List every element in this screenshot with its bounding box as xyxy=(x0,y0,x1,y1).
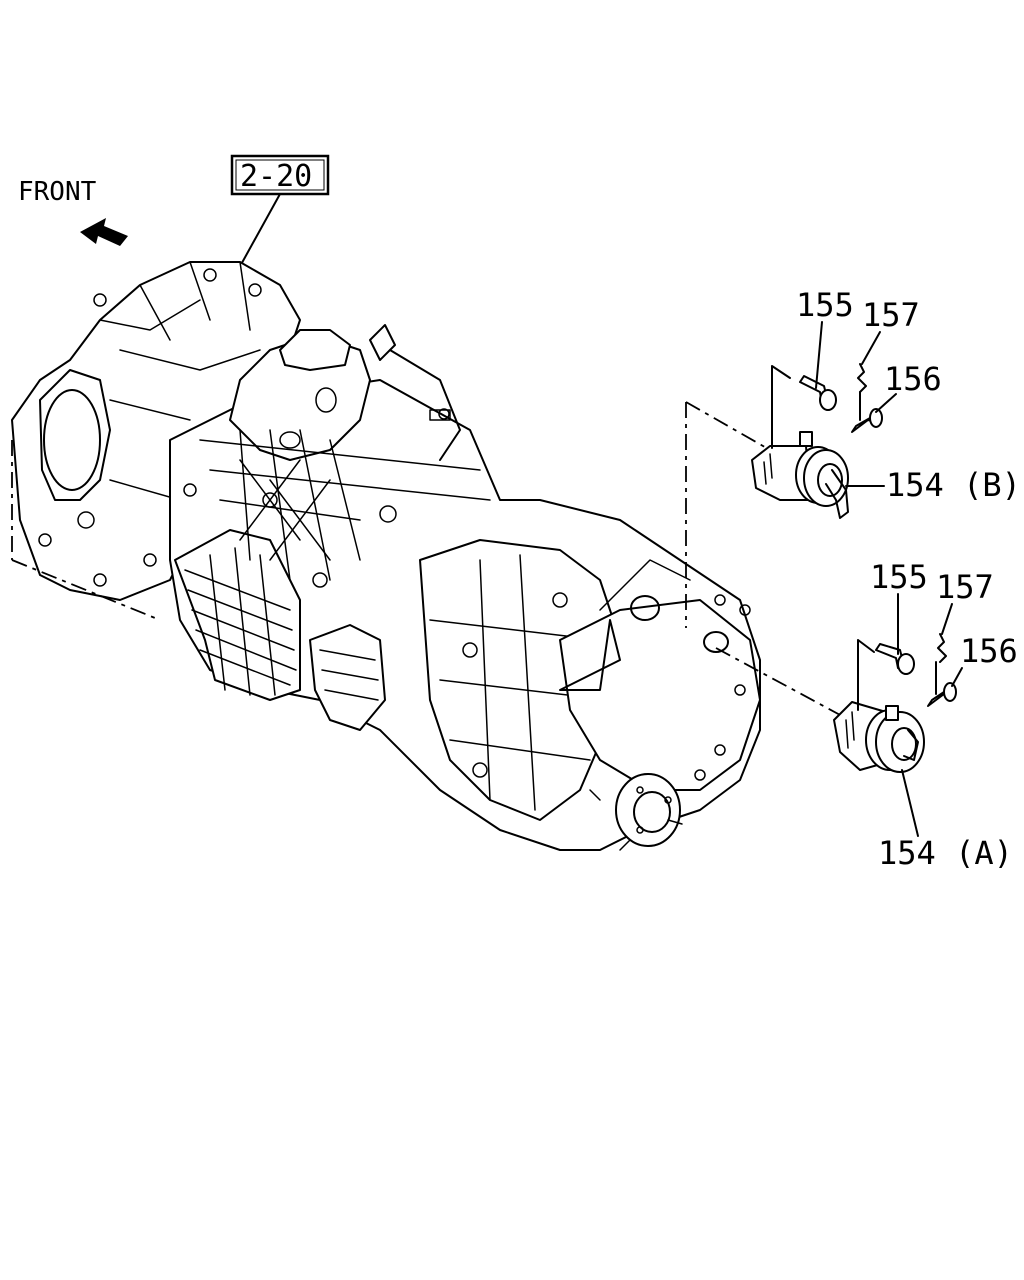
callout-157-upper: 157 xyxy=(862,296,920,334)
callout-156-lower: 156 xyxy=(960,632,1018,670)
transmission-assembly xyxy=(11,261,761,851)
bracket-upper xyxy=(771,365,791,449)
leader-157-lower xyxy=(941,603,953,635)
front-label: FRONT xyxy=(18,177,97,207)
callout-157-lower: 157 xyxy=(936,568,994,606)
callout-155-upper: 155 xyxy=(796,286,854,324)
pin-156-lower xyxy=(927,682,957,707)
bolt-155-lower xyxy=(875,643,915,675)
reference-label: 2-20 xyxy=(240,159,312,194)
leader-156-lower xyxy=(951,667,963,687)
slave-cylinder-a xyxy=(833,701,925,773)
callout-156-upper: 156 xyxy=(884,360,942,398)
arrow-front-icon xyxy=(80,218,128,246)
leader-154-a xyxy=(901,769,919,837)
alignment-line-bell-base xyxy=(11,559,161,621)
bolt-155-upper xyxy=(799,375,837,411)
alignment-line-lower xyxy=(715,647,843,717)
callout-155-lower: 155 xyxy=(870,558,928,596)
bracket-lower xyxy=(857,639,875,711)
leader-155-upper xyxy=(815,321,823,389)
alignment-line-upper xyxy=(685,401,771,451)
clip-157-upper xyxy=(857,363,867,421)
leader-157-upper xyxy=(861,331,881,365)
pin-156-upper xyxy=(851,408,883,433)
leader-156-upper xyxy=(875,393,897,413)
callout-154-b: 154 (B) xyxy=(886,466,1021,504)
output-flange xyxy=(615,773,683,847)
callout-154-a: 154 (A) xyxy=(878,834,1013,872)
reference-leader-line xyxy=(237,193,281,271)
reference-box: 2-20 xyxy=(230,154,330,196)
slave-cylinder-b xyxy=(751,431,849,519)
clip-157-lower xyxy=(935,633,947,695)
